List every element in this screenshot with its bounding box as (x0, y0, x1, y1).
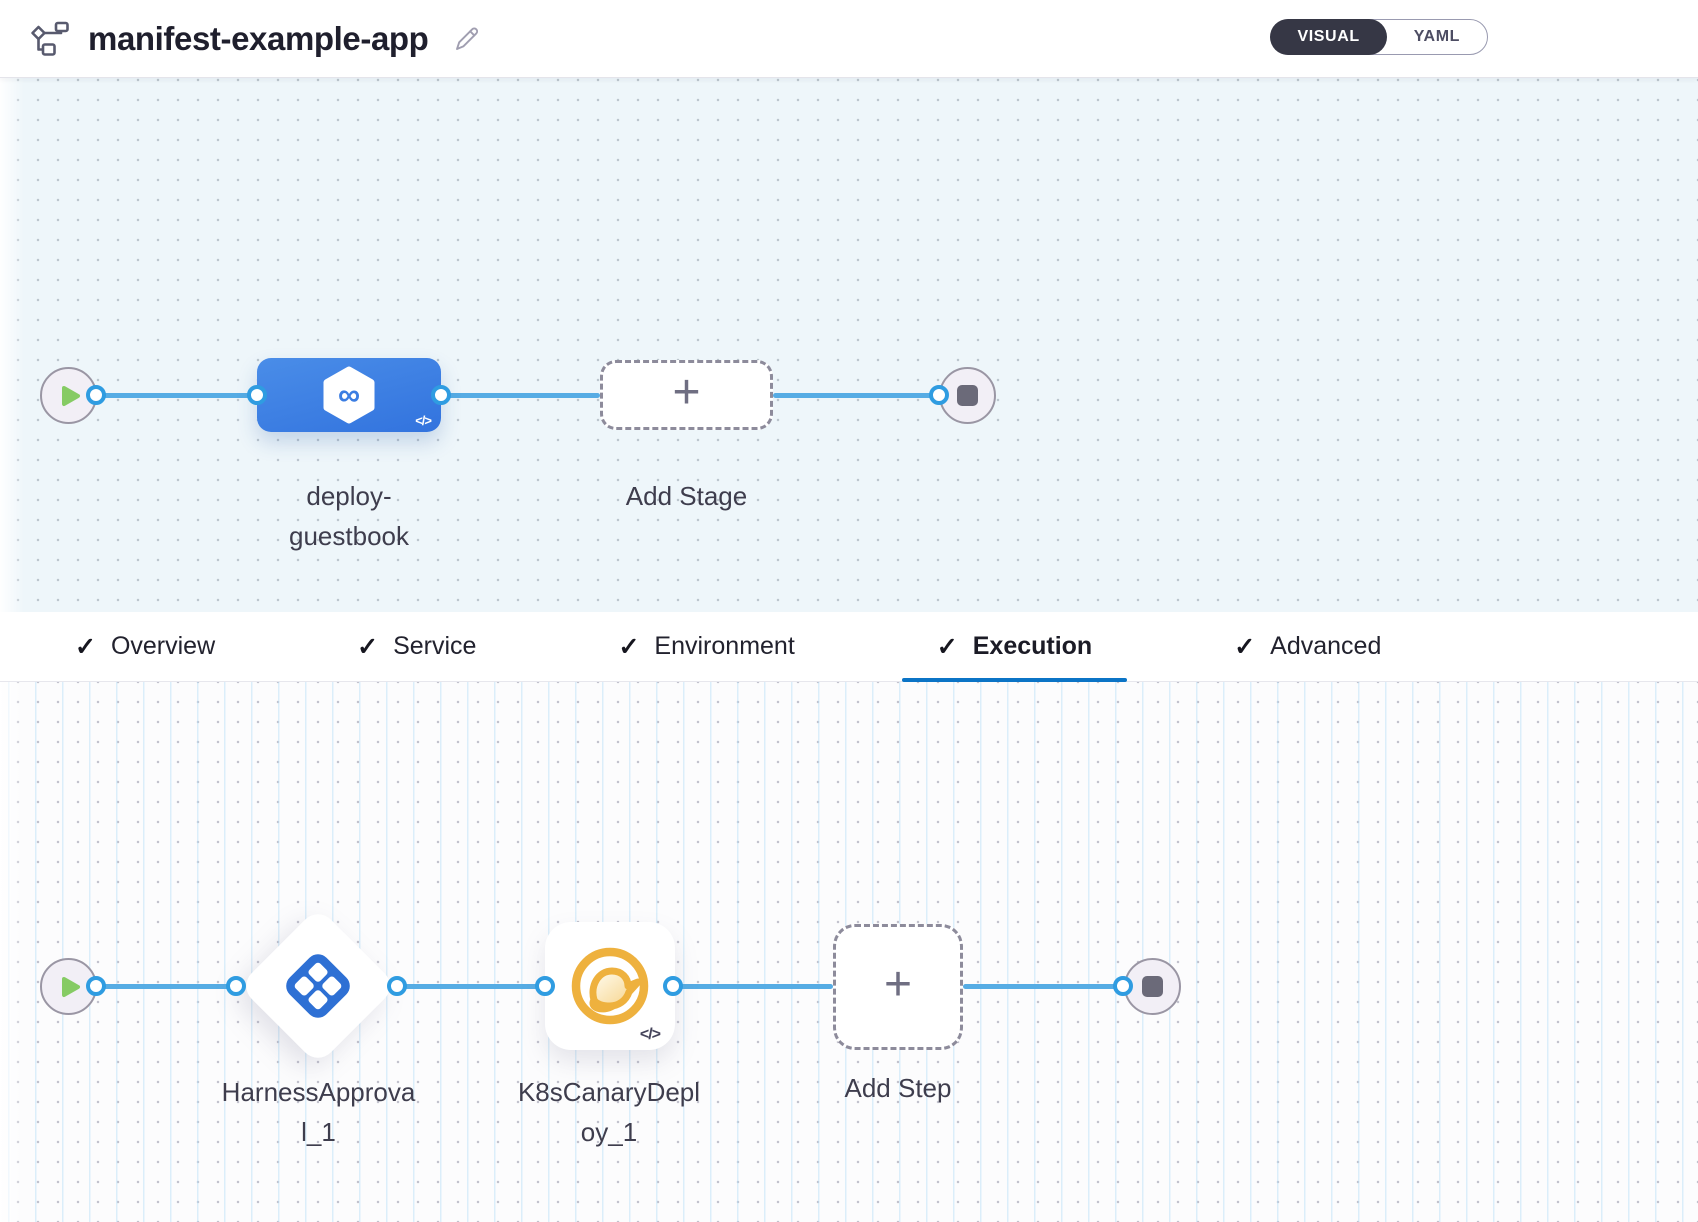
step-node-k8s-canary-deploy[interactable]: </> (545, 922, 675, 1050)
connector-dot[interactable] (663, 976, 683, 996)
edge-start-to-approval (96, 984, 236, 989)
toggle-visual-button[interactable]: VISUAL (1270, 19, 1387, 55)
visual-yaml-toggle: VISUAL YAML (1270, 19, 1488, 55)
add-stage-button[interactable]: + (600, 360, 773, 430)
stage-canvas[interactable]: ∞ </> + deploy-guestbook Add Stage (0, 78, 1698, 612)
play-icon (61, 976, 81, 998)
add-step-label: Add Step (844, 1073, 952, 1103)
check-icon: ✓ (618, 632, 640, 661)
pipeline-title: manifest-example-app (88, 19, 429, 57)
pipeline-graph-icon (28, 21, 70, 57)
add-stage-label: Add Stage (625, 481, 748, 511)
toggle-yaml-button[interactable]: YAML (1413, 28, 1460, 45)
tab-advanced[interactable]: ✓ Advanced (1234, 632, 1382, 661)
harness-approval-icon (280, 948, 356, 1024)
tab-execution[interactable]: ✓ Execution (901, 612, 1128, 682)
tab-environment[interactable]: ✓ Environment (618, 632, 795, 661)
stage-code-badge: </> (415, 413, 432, 428)
cd-stage-hexagon-infinity-icon: ∞ (320, 366, 378, 424)
stop-icon (1142, 976, 1163, 997)
step-node-harness-approval[interactable] (238, 906, 398, 1066)
execution-canvas[interactable]: </> + HarnessApproval_1 K8sCanaryDeploy_… (0, 682, 1698, 1222)
edge-stage-to-addstage (441, 393, 600, 398)
connector-dot[interactable] (929, 385, 949, 405)
edge-approval-to-canary (397, 984, 545, 989)
edge-start-to-stage (96, 393, 257, 398)
connector-dot[interactable] (535, 976, 555, 996)
step-label: HarnessApproval_1 (221, 1077, 416, 1147)
check-icon: ✓ (1234, 632, 1256, 661)
plus-icon: + (672, 366, 701, 419)
tab-service[interactable]: ✓ Service (357, 632, 477, 661)
step-code-badge: </> (639, 1026, 661, 1043)
pipeline-end-node (939, 367, 996, 424)
play-icon (61, 385, 81, 407)
canary-bird-icon (564, 940, 656, 1032)
stop-icon (957, 385, 978, 406)
connector-dot[interactable] (226, 976, 246, 996)
active-tab-underline (901, 678, 1128, 682)
edge-addstage-to-end (773, 393, 939, 398)
connector-dot[interactable] (86, 976, 106, 996)
edge-canary-to-addstep (673, 984, 833, 989)
connector-dot[interactable] (431, 385, 451, 405)
plus-icon: + (883, 958, 913, 1011)
check-icon: ✓ (357, 632, 379, 661)
edge-addstep-to-end (963, 984, 1123, 989)
connector-dot[interactable] (387, 976, 407, 996)
stage-config-tabs: ✓ Overview ✓ Service ✓ Environment ✓ Exe… (0, 612, 1698, 682)
connector-dot[interactable] (1113, 976, 1133, 996)
check-icon: ✓ (75, 632, 96, 661)
connector-dot[interactable] (86, 385, 106, 405)
tab-overview[interactable]: ✓ Overview (75, 632, 216, 661)
stage-label: deploy-guestbook (289, 481, 409, 551)
add-step-button[interactable]: + (833, 924, 963, 1050)
edit-pencil-icon[interactable] (450, 23, 482, 55)
connector-dot[interactable] (247, 385, 267, 405)
step-label: K8sCanaryDeploy_1 (517, 1077, 701, 1147)
svg-text:∞: ∞ (338, 377, 360, 412)
check-icon: ✓ (936, 632, 958, 661)
stage-node-deploy-guestbook[interactable]: ∞ </> (257, 358, 441, 432)
pipeline-header: manifest-example-app VISUAL YAML (0, 0, 1698, 78)
